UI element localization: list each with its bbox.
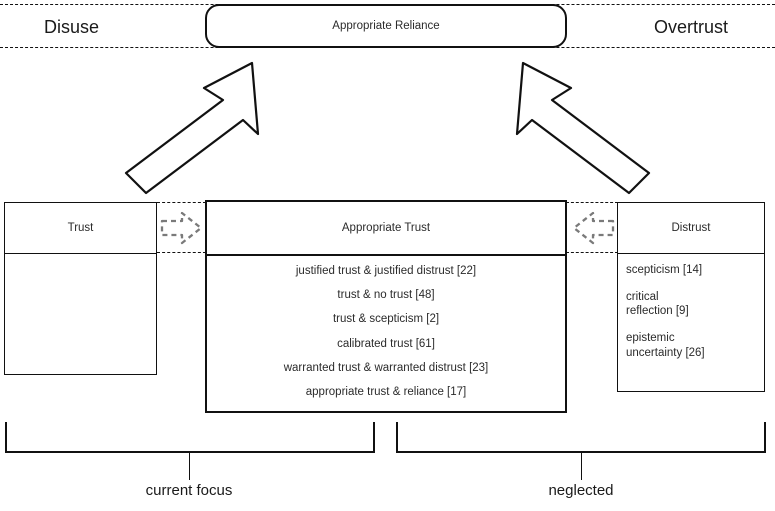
list-item: scepticism [14] (626, 264, 703, 276)
appropriate-reliance-box[interactable]: Appropriate Reliance (205, 4, 567, 48)
list-item: trust & scepticism [2] (332, 313, 440, 326)
dashed-arrow-left-icon (571, 208, 615, 248)
pole-label-disuse: Disuse (44, 17, 100, 37)
appropriate-trust-box-header-label: Appropriate Trust (341, 222, 431, 234)
bracket-label-neglected: neglected (548, 482, 614, 499)
block-arrow-up-left-icon (512, 60, 657, 195)
distrust-box-body: scepticism [14] critical reflection [9] … (618, 254, 764, 391)
bracket-current-focus (5, 422, 375, 453)
pole-label-overtrust: Overtrust (654, 17, 729, 37)
bracket-label-current-focus: current focus (145, 482, 233, 499)
dashed-arrow-right-icon (160, 208, 204, 248)
right-gap-rail-bottom (566, 252, 618, 253)
distrust-box-header-label: Distrust (671, 222, 711, 234)
list-item: critical reflection [9] (626, 290, 689, 318)
bracket-neglected-stem (581, 453, 582, 480)
trust-box-header: Trust (5, 203, 156, 254)
list-item: warranted trust & warranted distrust [23… (283, 361, 489, 374)
appropriate-trust-box[interactable]: Appropriate Trust justified trust & just… (205, 200, 567, 413)
list-item: appropriate trust & reliance [17] (305, 386, 467, 399)
list-item: justified trust & justified distrust [22… (295, 265, 477, 277)
list-item: calibrated trust [61] (337, 337, 435, 350)
bracket-neglected (396, 422, 766, 453)
distrust-box-header: Distrust (618, 203, 764, 254)
appropriate-trust-box-header: Appropriate Trust (207, 202, 565, 256)
left-gap-rail-bottom (157, 252, 206, 253)
list-item: trust & no trust [48] (337, 289, 435, 302)
bracket-current-focus-stem (189, 453, 190, 480)
trust-box-header-label: Trust (67, 222, 94, 234)
appropriate-trust-box-body: justified trust & justified distrust [22… (207, 256, 565, 411)
distrust-box[interactable]: Distrust scepticism [14] critical reflec… (617, 202, 765, 392)
trust-box[interactable]: Trust (4, 202, 157, 375)
left-gap-rail-top (157, 202, 206, 203)
block-arrow-up-right-icon (118, 60, 263, 195)
appropriate-reliance-label: Appropriate Reliance (332, 20, 440, 32)
trust-box-body (5, 254, 156, 374)
list-item: epistemic uncertainty [26] (626, 332, 705, 359)
right-gap-rail-top (566, 202, 618, 203)
